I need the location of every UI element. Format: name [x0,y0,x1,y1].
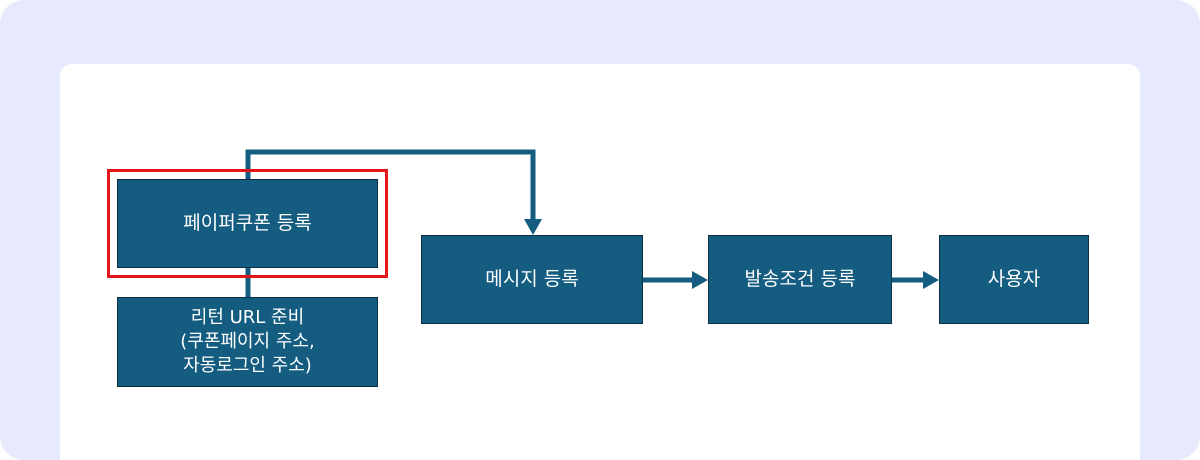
arrowhead-user [923,271,939,289]
arrowhead-send [692,271,708,289]
node-coupon-register-label: 페이퍼쿠폰 등록 [183,212,312,234]
node-user-label: 사용자 [987,268,1041,290]
node-message-register: 메시지 등록 [421,235,643,324]
node-user: 사용자 [939,235,1089,324]
arrowhead-message [524,219,542,235]
node-send-condition-label: 발송조건 등록 [744,268,856,290]
node-message-register-label: 메시지 등록 [485,268,579,290]
node-return-url-label: 리턴 URL 준비 (쿠폰페이지 주소, 자동로그인 주소) [180,307,315,376]
node-coupon-register: 페이퍼쿠폰 등록 [117,179,378,268]
node-return-url: 리턴 URL 준비 (쿠폰페이지 주소, 자동로그인 주소) [117,297,378,387]
node-send-condition: 발송조건 등록 [708,235,892,324]
highlight-frame [107,169,388,278]
connector-register-to-message [245,149,536,226]
